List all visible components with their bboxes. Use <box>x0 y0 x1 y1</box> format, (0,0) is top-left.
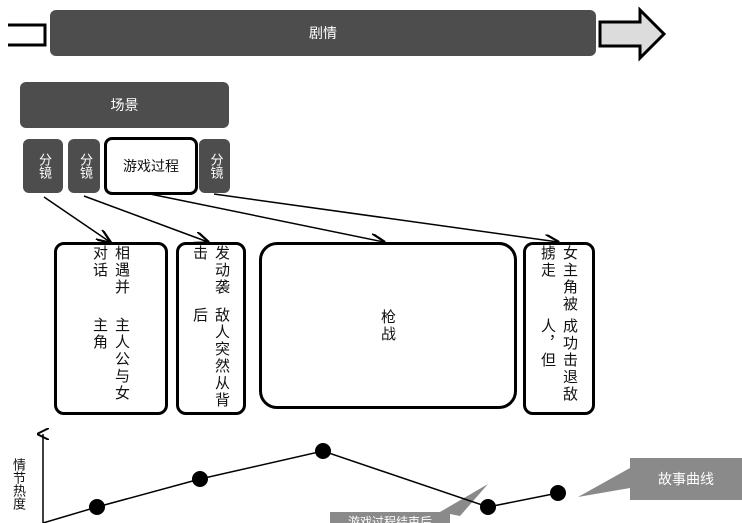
curve-line <box>96 450 559 508</box>
callout-pointer <box>578 468 630 497</box>
storyboard-2: 分镜 <box>68 139 100 193</box>
storyboard-2-label: 分镜 <box>77 153 92 179</box>
curve-point-2 <box>192 471 208 487</box>
beat-box-1: 主人公与女主角 相遇并对话 <box>54 242 168 415</box>
beat-2-text-col1: 敌人突然从背后 <box>191 307 231 409</box>
storyboard-1-label: 分镜 <box>36 153 51 179</box>
banner-plot: 剧情 <box>50 10 596 56</box>
beat-box-3: 枪战 <box>259 242 517 409</box>
beat-1-text-col1: 主人公与女主角 <box>91 316 131 402</box>
storyboard-1: 分镜 <box>23 139 63 193</box>
beat-4-text-col1: 成功击退敌人，但 <box>539 317 579 403</box>
story-curve-callout: 故事曲线 <box>630 458 742 500</box>
connector-arrow-4 <box>213 193 558 242</box>
connector-arrow-1 <box>43 196 110 242</box>
curve-point-1 <box>89 499 105 515</box>
scene-block: 场景 <box>20 82 229 128</box>
beat-3-text: 枪战 <box>379 308 397 343</box>
bottom-label-pointer <box>440 484 488 516</box>
storyboard-gameplay: 游戏过程 <box>104 137 198 195</box>
scene-label: 场景 <box>110 98 139 114</box>
curve-point-5 <box>550 485 566 501</box>
connector-arrow-3 <box>149 193 384 242</box>
y-axis-label-text: 情节热度 <box>10 458 25 510</box>
banner-label: 剧情 <box>309 26 337 42</box>
beat-1-text-col2: 相遇并对话 <box>91 245 131 296</box>
curve-lead-segment <box>42 506 98 523</box>
y-axis-label: 情节热度 <box>10 458 34 514</box>
banner-tail-stub <box>8 23 47 47</box>
storyboard-4: 分镜 <box>199 139 230 193</box>
gameplay-end-label-text: 游戏过程结束后 <box>347 515 432 523</box>
storyboard-gameplay-label: 游戏过程 <box>123 159 179 175</box>
storyboard-4-label: 分镜 <box>207 153 223 179</box>
beat-4-text-col2: 女主角被掳走 <box>539 245 579 313</box>
curve-point-4 <box>480 499 496 515</box>
banner-arrow-head <box>598 6 667 62</box>
curve-point-3 <box>315 443 331 459</box>
gameplay-end-label: 游戏过程结束后 <box>330 512 450 523</box>
story-curve-callout-label: 故事曲线 <box>658 472 714 488</box>
beat-box-2: 敌人突然从背后 发动袭击 <box>176 242 246 415</box>
beat-2-text-col2: 发动袭击 <box>191 245 231 296</box>
beat-box-4: 成功击退敌人，但 女主角被掳走 <box>523 242 595 415</box>
connector-arrow-2 <box>83 195 208 242</box>
